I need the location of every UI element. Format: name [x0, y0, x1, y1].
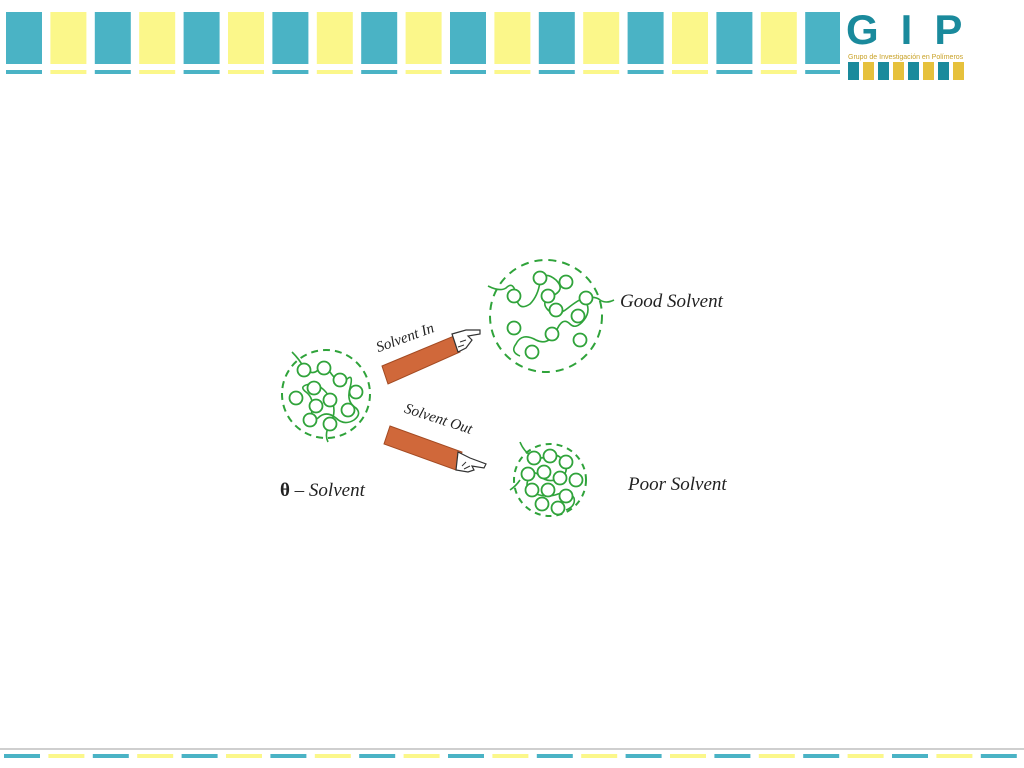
header-underline — [583, 70, 620, 74]
header-stripe — [760, 12, 797, 64]
header-underline — [760, 70, 797, 74]
theta-solvent-label: θ – Solvent — [280, 480, 365, 502]
header-stripe — [405, 12, 442, 64]
header-stripe — [450, 12, 486, 64]
footer-stripe — [4, 754, 40, 758]
logo-bar — [893, 62, 904, 80]
logo-bar — [878, 62, 889, 80]
header-underline — [405, 70, 442, 74]
header-underline — [139, 70, 176, 74]
footer-stripe — [936, 754, 973, 758]
logo-bar — [848, 62, 859, 80]
header-stripe — [94, 12, 131, 64]
theta-label-text: – Solvent — [289, 480, 365, 501]
good-solvent-coil — [487, 259, 615, 373]
header-stripe — [805, 12, 840, 64]
footer-stripe — [492, 754, 529, 758]
header-underline — [716, 70, 753, 74]
header-underline — [494, 70, 531, 74]
logo-bar — [863, 62, 874, 80]
header-underline — [361, 70, 398, 74]
footer-stripe — [758, 754, 795, 758]
header-stripe — [716, 12, 753, 64]
footer-stripe-bar — [0, 748, 1024, 758]
footer-stripe — [226, 754, 262, 758]
theta-symbol: θ — [280, 480, 290, 501]
header-stripe — [183, 12, 220, 64]
poor-solvent-label: Poor Solvent — [628, 474, 727, 495]
logo-bars-icon — [848, 62, 964, 80]
header-stripe — [538, 12, 575, 64]
header-stripe — [50, 12, 87, 64]
footer-stripe — [581, 754, 618, 758]
header-stripe-bar — [6, 12, 840, 74]
header-stripe — [583, 12, 620, 64]
good-solvent-label: Good Solvent — [620, 291, 723, 312]
header-stripe — [316, 12, 353, 64]
logo-bar — [953, 62, 964, 80]
gip-logo: GIP Grupo de Investigación en Polímeros — [846, 8, 1018, 84]
footer-stripe — [92, 754, 129, 758]
header-underline — [627, 70, 664, 74]
header-underline — [94, 70, 131, 74]
footer-stripe — [359, 754, 396, 758]
header-stripe — [272, 12, 309, 64]
header-underline — [50, 70, 87, 74]
header-underline — [228, 70, 264, 74]
header-underline — [6, 70, 42, 74]
logo-subtitle: Grupo de Investigación en Polímeros — [848, 54, 964, 61]
header-stripe — [6, 12, 42, 64]
theta-coil — [281, 349, 371, 443]
header-stripe — [228, 12, 264, 64]
header-stripe — [139, 12, 176, 64]
footer-stripe — [314, 754, 351, 758]
footer-divider — [0, 748, 1024, 750]
footer-stripe — [403, 754, 440, 758]
solvent-in-arrow — [381, 329, 481, 385]
footer-stripe — [714, 754, 751, 758]
footer-stripe — [670, 754, 706, 758]
solvent-out-arrow — [383, 425, 487, 473]
footer-stripe — [803, 754, 840, 758]
header-underline — [316, 70, 353, 74]
footer-stripe — [48, 754, 85, 758]
pointing-hand-icon — [455, 451, 487, 473]
poor-solvent-coil — [509, 441, 587, 517]
pointing-hand-icon — [451, 329, 481, 353]
logo-bar — [908, 62, 919, 80]
footer-stripe — [892, 754, 928, 758]
footer-stripe — [137, 754, 174, 758]
header-underline — [672, 70, 708, 74]
footer-stripe — [181, 754, 218, 758]
footer-stripe — [270, 754, 307, 758]
header-underline — [805, 70, 840, 74]
header-stripe — [627, 12, 664, 64]
logo-bar — [923, 62, 934, 80]
footer-stripe — [847, 754, 884, 758]
header-stripe — [672, 12, 708, 64]
header-underline — [272, 70, 309, 74]
footer-stripe — [448, 754, 484, 758]
header-underline — [450, 70, 486, 74]
logo-text: GIP — [846, 6, 985, 53]
header-underline — [183, 70, 220, 74]
header-stripe — [494, 12, 531, 64]
footer-stripe — [536, 754, 573, 758]
header-stripe — [361, 12, 398, 64]
footer-stripe — [980, 754, 1017, 758]
header-underline — [538, 70, 575, 74]
footer-stripe — [625, 754, 662, 758]
logo-bar — [938, 62, 949, 80]
